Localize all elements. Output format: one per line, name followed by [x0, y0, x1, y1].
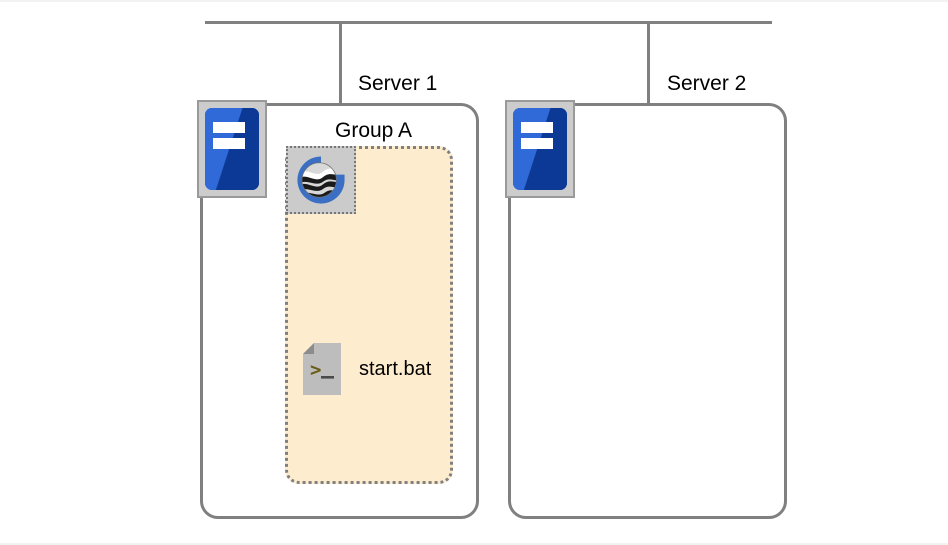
server-icon-slot-2 — [520, 138, 553, 149]
drop-line-server-1 — [339, 21, 342, 104]
server-icon-shade — [513, 108, 567, 190]
server-icon-body — [513, 108, 567, 190]
list-item[interactable]: > start.bat — [303, 343, 431, 395]
glassfish-logo-icon[interactable] — [286, 146, 356, 214]
bat-file-icon: > — [303, 343, 341, 395]
canvas-top-edge — [0, 0, 948, 2]
canvas-bottom-edge — [0, 543, 948, 545]
server-icon-shade — [205, 108, 259, 190]
server-icon-body — [205, 108, 259, 190]
server-1-label: Server 1 — [358, 72, 438, 95]
svg-text:>: > — [310, 359, 321, 381]
file-name-label: start.bat — [359, 358, 432, 380]
network-bus-line — [205, 21, 772, 24]
server-icon[interactable] — [505, 100, 575, 198]
server-icon-slot-1 — [520, 121, 553, 133]
drop-line-server-2 — [647, 21, 650, 104]
server-icon-slot-1 — [212, 121, 245, 133]
server-2-label: Server 2 — [667, 72, 747, 95]
server-icon[interactable] — [197, 100, 267, 198]
group-a-label: Group A — [335, 119, 413, 142]
server-icon-slot-2 — [212, 138, 245, 149]
